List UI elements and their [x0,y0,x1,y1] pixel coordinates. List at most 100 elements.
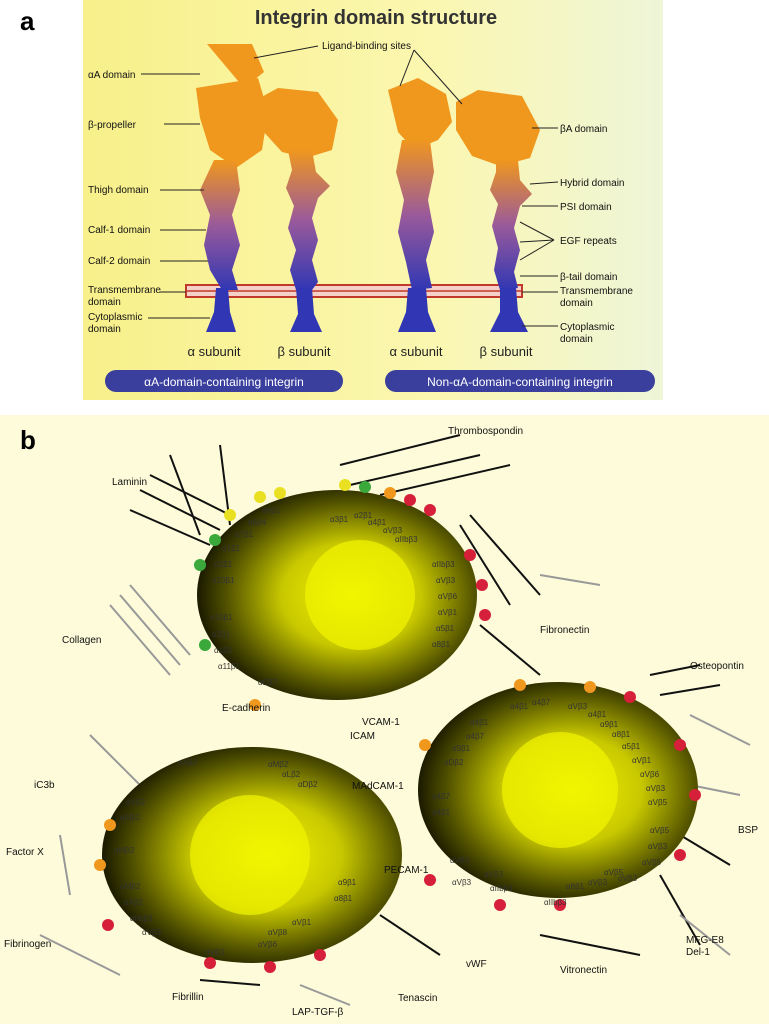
ligand-e-cadherin: E-cadherin [222,703,270,714]
integrin-label: α6β4 [248,518,267,527]
panel-a-title: Integrin domain structure [255,7,497,29]
integrin-label: αVβ5 [650,826,670,835]
integrin-label: αVβ3 [484,870,504,879]
cell-top [197,490,477,700]
integrin-label: αVβ1 [438,608,458,617]
subunit-label-2: β subunit [277,344,330,359]
integrin-label: α2β1 [212,630,231,639]
integrin-label: α9β1 [452,744,471,753]
integrin-label: α2β1 [214,560,233,569]
cell-right [418,682,698,898]
integrin-label: α5β1 [436,624,455,633]
integrin-label: αLβ2 [282,770,301,779]
integrin-label: αVβ3 [436,576,456,585]
integrin-label: αVβ3 [450,856,470,865]
ligand-thrombospondin: Thrombospondin [448,426,523,437]
integrin-label: αVβ3 [205,948,225,957]
integrin-label: αXβ2 [124,898,144,907]
ligand-icam: ICAM [350,731,375,742]
banner-right-text: Non-αA-domain-containing integrin [427,375,613,389]
ligand-binding-label: Ligand-binding sites [322,41,411,52]
integrin-label: αXβ2 [126,798,146,807]
integrin-label: α4β7 [532,698,551,707]
subunit-label-3: α subunit [389,344,442,359]
label-hybrid: Hybrid domain [560,178,624,189]
cell-bottom-left-labels: αXβ2 αMβ2 αLβ2 αDβ2 αXβ2 αMβ2 αMβ2 αMβ2 … [114,758,357,957]
ligand-binding-lines [253,45,463,105]
beta-subunit-1 [256,88,338,332]
integrin-label: αIIbβ3 [395,535,418,544]
banner-left [105,370,343,392]
label-transmembrane-l1: Transmembrane [88,285,161,296]
label-calf1: Calf-1 domain [88,225,150,236]
label-cytoplasmic-l1: Cytoplasmic [88,312,142,323]
ligand-vcam1: VCAM-1 [362,717,400,728]
receptor-knobs [94,479,701,973]
subunit-label-4: β subunit [479,344,532,359]
integrin-label: α11β1 [218,662,241,671]
integrin-label: α8β1 [334,894,353,903]
label-alphaA: αA domain [88,70,135,81]
integrin-label: α9β1 [600,720,619,729]
integrin-label: α4β1 [470,718,489,727]
label-psi: PSI domain [560,202,612,213]
integrin-label: α8β1 [612,730,631,739]
integrin-label: α10β1 [212,576,235,585]
label-beta-tail: β-tail domain [560,272,617,283]
integrin-label: α8β1 [432,640,451,649]
integrin-label: α4β7 [432,792,451,801]
integrin-label: αDβ2 [298,780,318,789]
panel-a-integrin-domain-structure: a Integrin domain structure Ligand-bindi… [20,0,663,400]
integrin-label: αDβ2 [444,758,464,767]
panel-b-letter: b [20,425,36,455]
ligand-osteopontin: Osteopontin [690,661,744,672]
integrin-label: α9β1 [338,878,357,887]
integrin-label: αVβ3 [648,842,668,851]
integrin-label: α8β1 [566,882,585,891]
integrin-label: αVβ6 [258,940,278,949]
integrin-label: αXβ2 [178,758,198,767]
panel-b-integrin-ligands: b [0,415,769,1024]
integrin-label: αEβ7 [258,678,278,687]
ligand-fibronectin: Fibronectin [540,625,589,636]
integrin-label: αMβ2 [114,846,135,855]
integrin-label: αVβ1 [632,756,652,765]
integrin-label: αVβ3 [568,702,588,711]
left-domain-labels: αA domain β-propeller Thigh domain Calf-… [88,70,210,335]
label-beta-propeller: β-propeller [88,120,137,131]
label-transmembrane-l2: domain [88,297,121,308]
ligand-mfg-e8: MFG-E8 [686,935,724,946]
cell-right-labels: α4β1 α4β7 α4β1 α4β7 α9β1 αDβ2 α4β7 α4β1 … [432,698,670,907]
integrin-label: α4β1 [510,702,529,711]
ligand-fibrinogen: Fibrinogen [4,939,51,950]
label-cytoplasmic-r1: Cytoplasmic [560,322,614,333]
ligand-fibrillin: Fibrillin [172,992,204,1003]
banner-left-text: αA-domain-containing integrin [144,375,304,389]
label-cytoplasmic-r2: domain [560,334,593,345]
integrin-label: α6β1 [262,506,281,515]
integrin-label: αVβ8 [268,928,288,937]
beta-subunit-2 [456,90,540,332]
integrin-label: αVβ5 [642,858,662,867]
integrin-label: αVβ3 [142,928,162,937]
integrin-label: αVβ5 [604,868,624,877]
alpha-subunit-1 [196,44,268,332]
integrin-label: α2β1 [354,511,373,520]
label-transmembrane-r2: domain [560,298,593,309]
ligand-madcam1: MAdCAM-1 [352,781,404,792]
integrin-label: αMβ2 [120,882,141,891]
integrin-label: α4β1 [432,808,451,817]
integrin-label: αVβ3 [588,878,608,887]
ligand-pecam1: PECAM-1 [384,865,429,876]
ligand-lap-tgf-beta: LAP-TGF-β [292,1007,344,1018]
ligand-fibers [39,434,751,1006]
integrin-label: α4β1 [368,518,387,527]
ligand-collagen: Collagen [62,635,101,646]
ligand-laminin: Laminin [112,477,147,488]
integrin-label: α10β1 [210,613,233,622]
banner-right [385,370,655,392]
integrin-label: α1β1 [214,646,233,655]
integrin-label: αVβ6 [438,592,458,601]
cell-bottom-left [102,747,402,963]
ligand-vwf: vWF [466,959,487,970]
